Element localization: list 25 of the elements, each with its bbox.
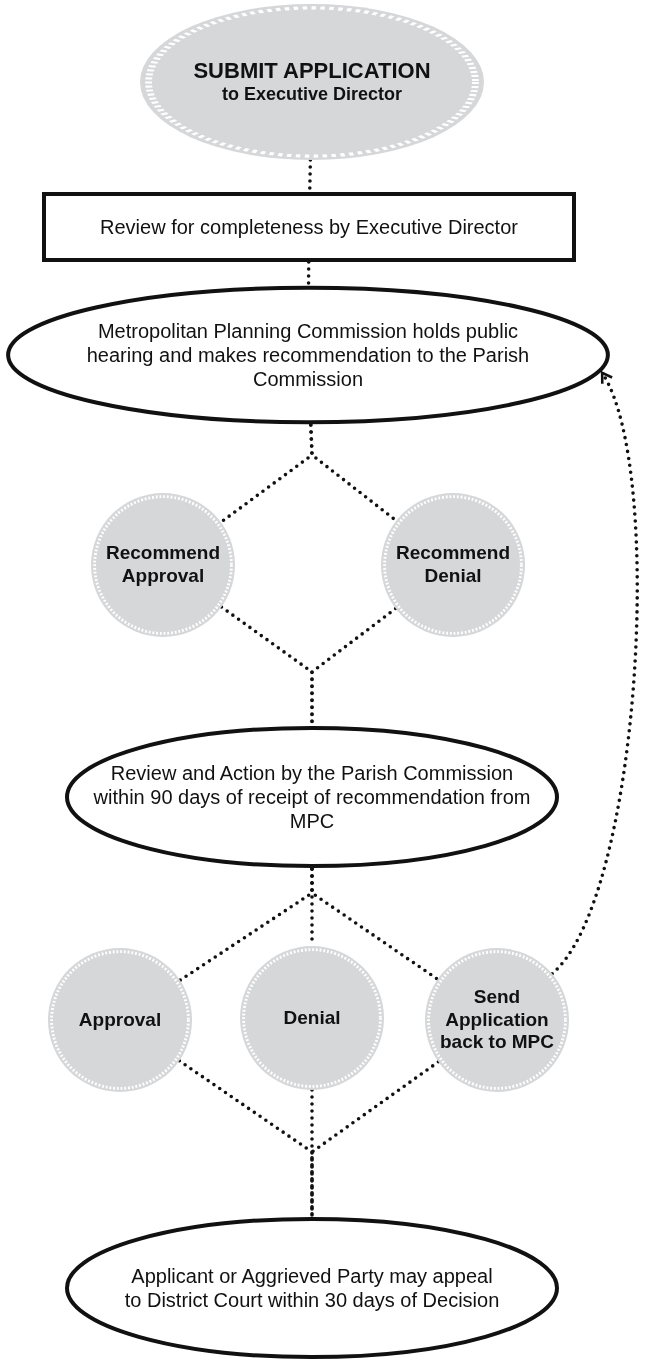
node-text: Review and Action by the Parish Commission within 90 days of receipt of recommendation from MPC	[92, 761, 532, 833]
node-text: Recommend Denial	[395, 542, 511, 588]
node-text: to Executive Director	[221, 84, 403, 106]
dotted-connector	[177, 1059, 314, 1218]
dotted-connector	[310, 1060, 441, 1218]
node-text: Approval	[78, 1008, 162, 1032]
node-text: Denial	[283, 1006, 341, 1030]
node-text: Recommend Approval	[105, 542, 221, 588]
process-ellipse	[62, 725, 562, 869]
process-ellipse	[62, 1216, 562, 1360]
start-ellipse	[140, 4, 484, 160]
outcome-circle	[48, 948, 192, 1092]
outcome-circle	[381, 493, 525, 637]
node-text: Review for completeness by Executive Director	[100, 215, 518, 239]
dotted-connector	[306, 260, 311, 287]
node-text: Applicant or Aggrieved Party may appeal to District Court within 30 days of Decision	[123, 1264, 501, 1312]
node-text: Send Application back to MPC	[439, 985, 555, 1055]
node-text: Metropolitan Planning Commission holds public hearing and makes recommendation to the Parish Commission	[85, 319, 531, 391]
dotted-arrow	[550, 371, 639, 976]
outcome-circle	[425, 948, 569, 1092]
dotted-connector	[310, 867, 440, 982]
outcome-circle	[91, 493, 235, 637]
process-box	[42, 192, 576, 262]
outcome-circle	[240, 946, 384, 1090]
node-text: SUBMIT APPLICATION	[193, 58, 431, 85]
